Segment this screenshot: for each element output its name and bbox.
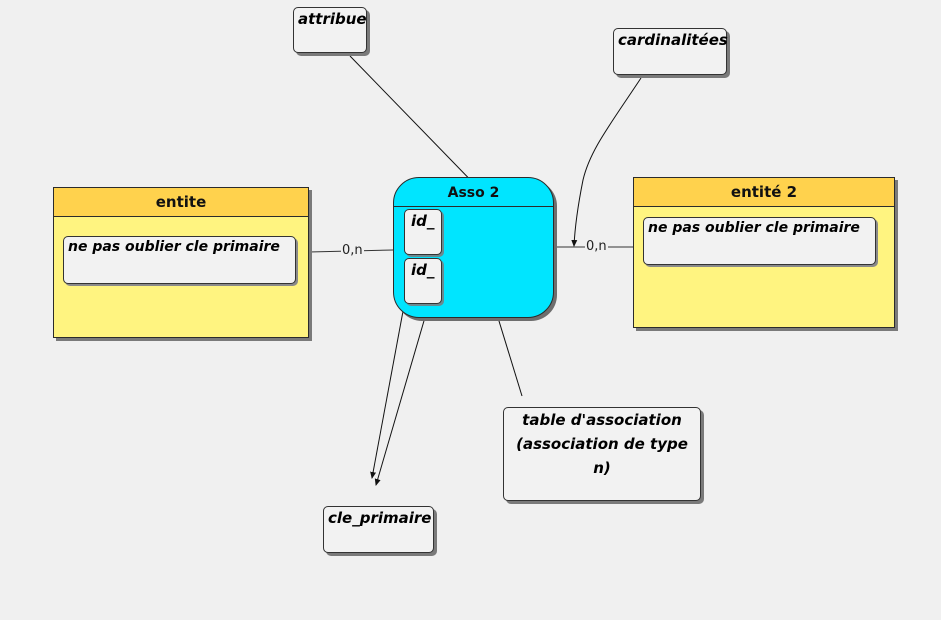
association-node[interactable]: Asso 2 id_ id_: [393, 177, 554, 318]
entity-left-attribute[interactable]: ne pas oublier cle primaire: [63, 236, 296, 284]
entity-left[interactable]: entite ne pas oublier cle primaire: [53, 187, 309, 338]
association-id-2[interactable]: id_: [404, 258, 442, 304]
cardinality-left: 0,n: [341, 243, 364, 258]
entity-left-title: entite: [54, 188, 308, 217]
note-primary-key[interactable]: cle_primaire: [323, 506, 434, 553]
pointer-cardinalities: [571, 77, 642, 247]
note-attribute[interactable]: attribue: [293, 7, 367, 53]
note-association-table[interactable]: table d'association (association de type…: [503, 407, 701, 501]
note-cardinalities[interactable]: cardinalitées: [613, 28, 728, 75]
association-title: Asso 2: [394, 178, 553, 207]
pointer-attribute: [349, 55, 487, 197]
entity-right-title: entité 2: [634, 178, 894, 207]
note-association-table-line2: (association de type n): [516, 435, 688, 477]
entity-right[interactable]: entité 2 ne pas oublier cle primaire: [633, 177, 895, 328]
entity-right-attribute[interactable]: ne pas oublier cle primaire: [643, 217, 876, 265]
association-id-1[interactable]: id_: [404, 209, 442, 255]
pointer-id2-primary-key: [374, 289, 434, 486]
cardinality-right: 0,n: [585, 239, 608, 254]
note-association-table-line1: table d'association: [522, 411, 682, 429]
